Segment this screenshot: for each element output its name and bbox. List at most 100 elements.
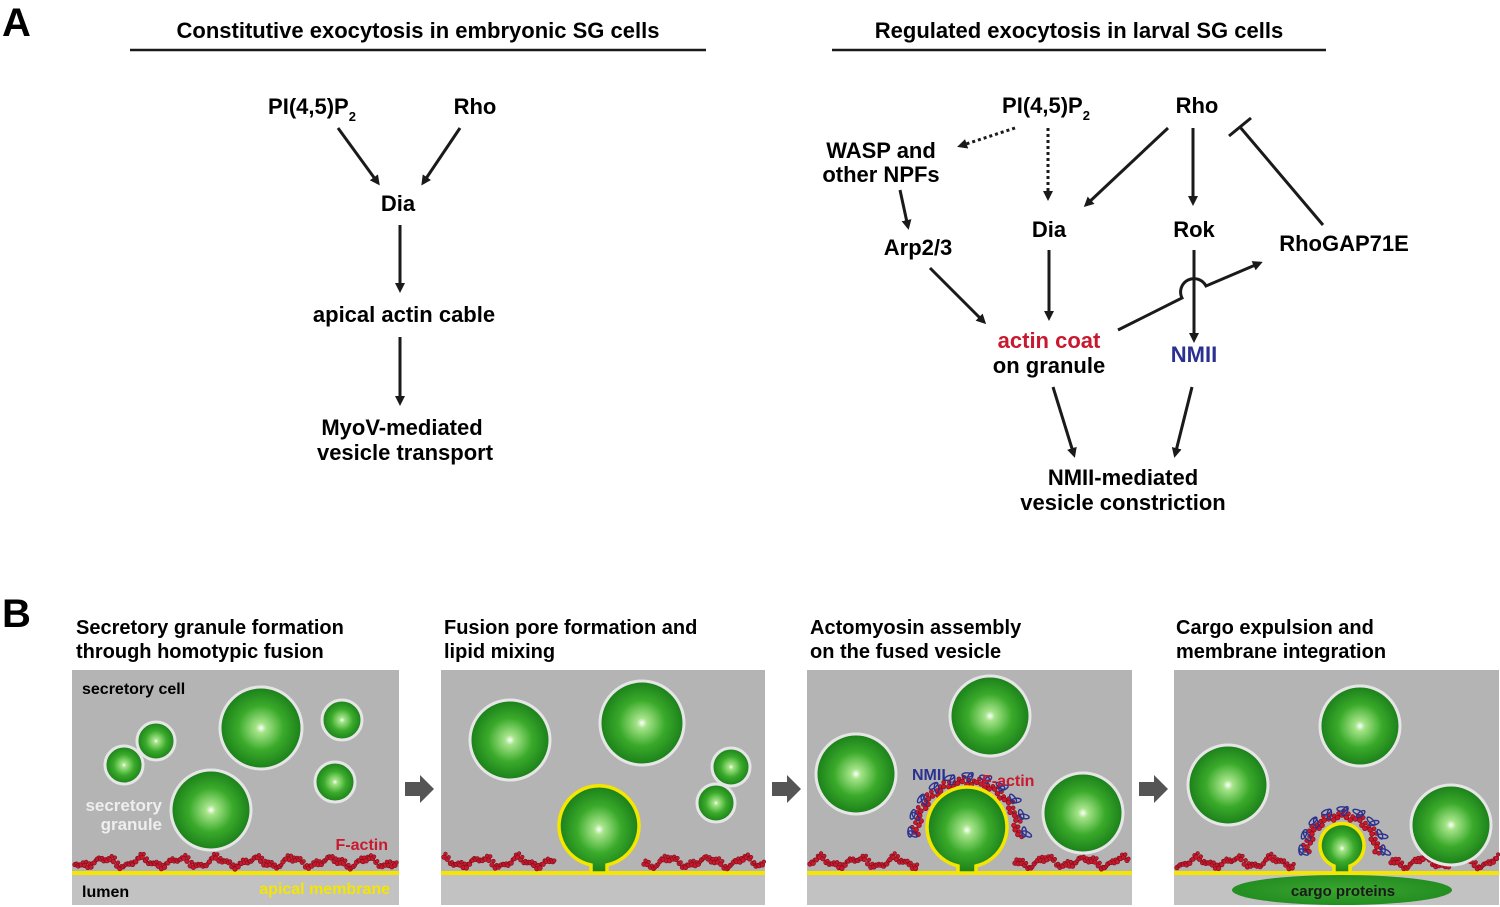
right-dia-node: Dia (1032, 217, 1067, 242)
cargo-blob (1232, 875, 1452, 905)
panel-a-letter: A (2, 1, 31, 45)
f-actin-bead (1005, 799, 1012, 806)
f-actin-bead (1343, 814, 1350, 821)
f-actin-bead (1269, 851, 1274, 857)
nmii-motor (909, 808, 917, 820)
granule (218, 685, 304, 771)
f-actin-bead (1094, 856, 1099, 861)
f-actin-bead (918, 808, 924, 814)
f-actin-bead (1272, 854, 1277, 859)
granule (468, 698, 552, 782)
step-arrow (1139, 775, 1168, 803)
f-actin-bead (520, 854, 525, 860)
f-actin-bead (1240, 853, 1245, 859)
step-arrow (772, 775, 801, 803)
f-actin-bead (1011, 822, 1017, 829)
f-actin-bead (1092, 859, 1098, 865)
f-actin-bead (1473, 860, 1478, 865)
f-actin-bead (818, 851, 824, 856)
left-transport-node-1: MyoV-mediated (321, 415, 482, 440)
f-actin-bead (1123, 852, 1128, 857)
f-actin-bead (1011, 812, 1018, 819)
f-actin-bead (1097, 860, 1102, 865)
granule (710, 746, 752, 788)
f-actin-bead (991, 786, 998, 792)
f-actin-bead (912, 865, 919, 872)
secretory-granule-label-1: secretory (85, 796, 162, 815)
f-actin-bead (707, 855, 712, 860)
fused-granule (1318, 821, 1366, 875)
f-actin-bead (1049, 853, 1054, 859)
right-constriction-node-1: NMII-mediated (1048, 465, 1198, 490)
f-actin-bead (1334, 814, 1341, 821)
f-actin-bead (720, 859, 725, 864)
f-actin-bead (488, 854, 493, 859)
nmii-motor (911, 811, 921, 822)
f-actin-bead (905, 858, 910, 864)
nmii-motor (1018, 813, 1030, 820)
f-actin-bead (443, 851, 448, 856)
f-actin-bead (1371, 826, 1377, 832)
nmii-motor (949, 774, 956, 786)
step1-granules (103, 685, 364, 852)
nmii-motor (933, 782, 940, 794)
step2-title-1: Fusion pore formation and (444, 617, 697, 639)
f-actin-bead (343, 858, 348, 863)
regulated-pathway: Regulated exocytosis in larval SG cells … (822, 18, 1408, 515)
f-actin-bead (941, 779, 947, 785)
f-actin-bead (110, 858, 116, 865)
f-actin-bead (761, 859, 767, 864)
nmii-motor (1308, 816, 1318, 826)
f-actin-bead (529, 859, 535, 864)
f-actin-bead (1363, 820, 1368, 826)
f-actin-bead (537, 865, 543, 871)
f-actin-bead (375, 859, 380, 864)
step4-title-2: membrane integration (1176, 641, 1386, 663)
f-actin-bead (822, 853, 827, 859)
step3-granules (814, 674, 1125, 875)
f-actin-bead (256, 853, 262, 858)
granule (1041, 771, 1125, 855)
left-dia-node: Dia (381, 191, 416, 216)
f-actin-bead (489, 862, 495, 868)
f-actin-bead (1321, 817, 1327, 823)
inhibition-bar (1228, 116, 1252, 138)
step4-title-1: Cargo expulsion and (1176, 617, 1374, 639)
f-actin-bead (552, 858, 557, 863)
f-actin-bead (186, 855, 191, 860)
nmii-motor (1300, 828, 1308, 840)
granule (695, 782, 737, 824)
f-actin-bead (189, 859, 194, 865)
f-actin-bead (162, 864, 168, 870)
f-actin-bead (1493, 855, 1500, 862)
f-actin-bead (748, 854, 754, 860)
nmii-motor (1377, 833, 1389, 840)
f-actin-bead (330, 854, 335, 859)
f-actin-bead (1243, 858, 1248, 863)
granule (1318, 684, 1402, 768)
f-actin-bead (864, 861, 871, 867)
nmii-motor (1021, 830, 1033, 838)
f-actin-bead (218, 855, 223, 861)
step2-lumen (441, 874, 765, 905)
f-actin-bead (863, 853, 869, 858)
right-coat-node-1: actin coat (998, 328, 1101, 353)
f-actin-bead (301, 859, 306, 864)
arrow-coat-rhogap (1117, 261, 1263, 332)
f-actin-bead (924, 792, 930, 797)
nmii-motor (966, 771, 974, 783)
nmii-motor (1298, 848, 1310, 856)
lumen-label: lumen (82, 884, 129, 901)
f-actin-bead (956, 776, 962, 782)
granule (814, 732, 898, 816)
f-actin-bead (157, 861, 162, 866)
f-actin-bead (1289, 865, 1295, 871)
f-actin-bead (1013, 817, 1019, 823)
right-nmii-node: NMII (1171, 342, 1217, 367)
actin-myosin-coat (1298, 805, 1392, 856)
f-actin-bead (954, 780, 961, 786)
f-actin-bead (1010, 805, 1016, 811)
right-rho-node: Rho (1176, 93, 1219, 118)
f-actin-bead (1020, 857, 1026, 863)
